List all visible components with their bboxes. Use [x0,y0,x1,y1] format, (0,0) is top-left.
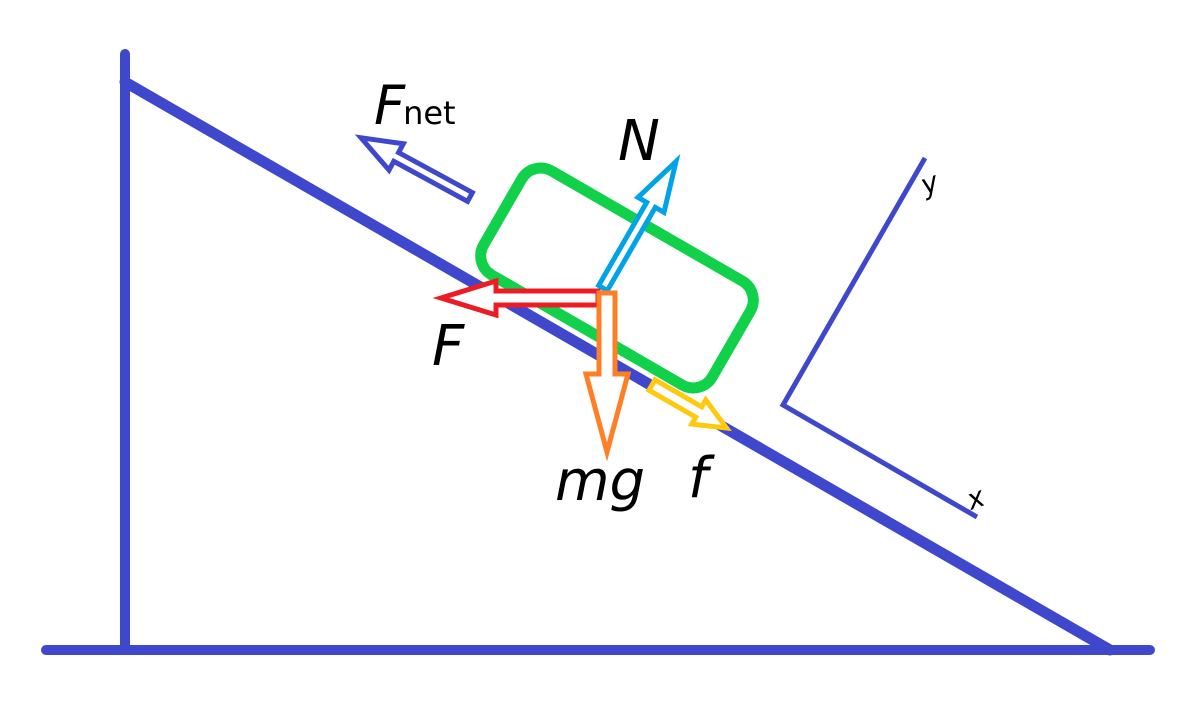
normal-force-label: N [618,109,660,174]
coordinate-axes [779,156,979,520]
weight-arrow [582,290,632,462]
fnet-arrow [354,134,476,205]
normal-force-arrow [595,154,681,294]
axis-y-label: y [915,165,943,202]
weight-label: mg [555,449,645,514]
applied-force-arrow [432,277,601,319]
friction-arrow [645,376,732,432]
applied-force-label: F [432,314,465,379]
friction-label: f [688,446,715,511]
fnet-label: Fnet [374,74,456,137]
